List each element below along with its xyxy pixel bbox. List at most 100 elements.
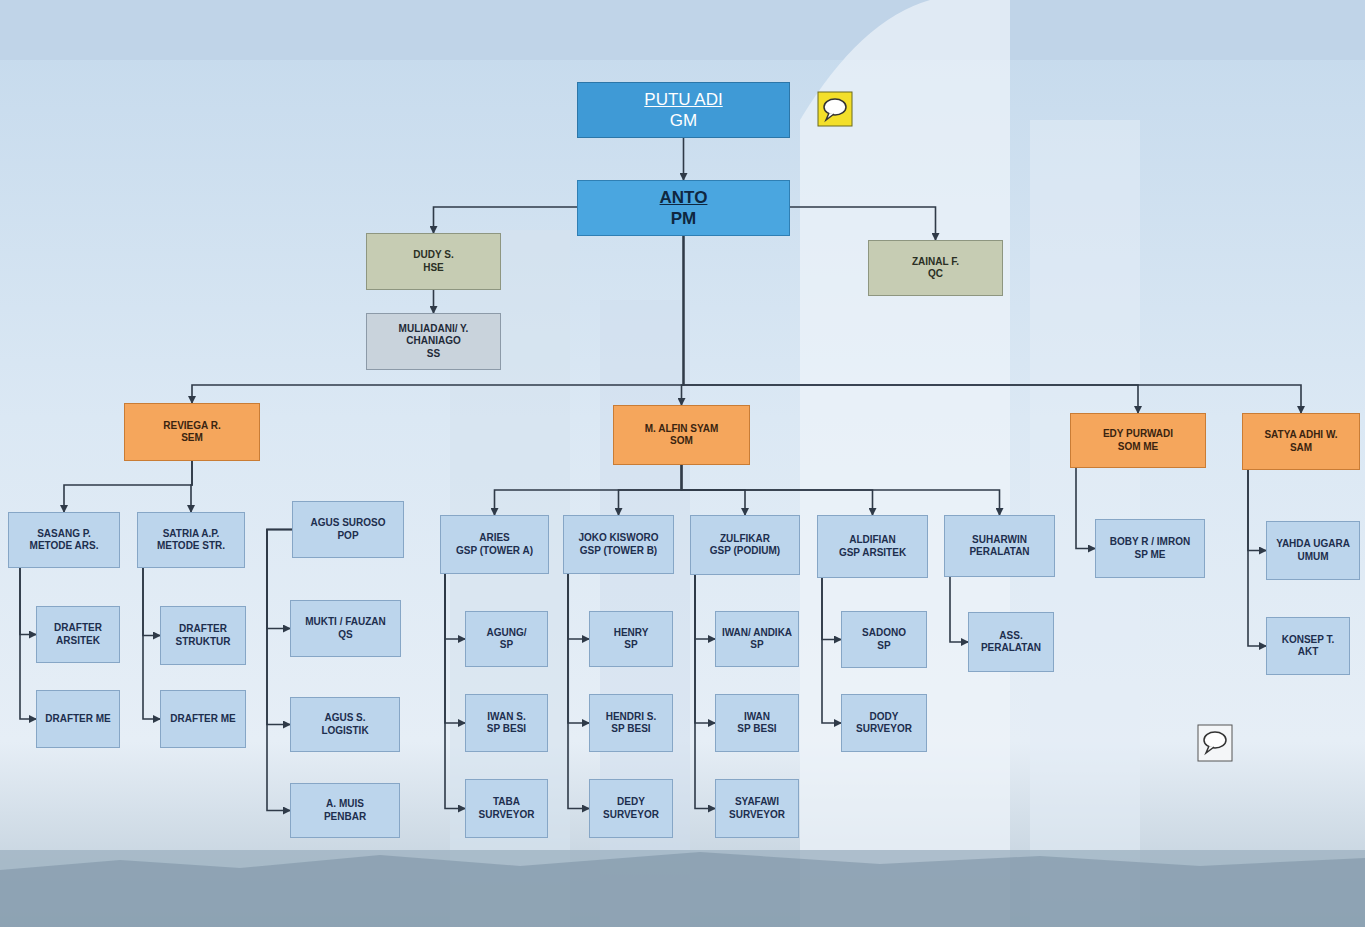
connector: [445, 574, 465, 639]
org-box: DRAFTER ME: [160, 690, 246, 748]
connector: [619, 465, 682, 515]
org-box: PUTU ADIGM: [577, 82, 790, 138]
org-box: KONSEP T.AKT: [1266, 617, 1350, 675]
role-label: PERALATAN: [969, 546, 1029, 559]
connector: [684, 236, 1302, 413]
org-box: DRAFTER ME: [36, 690, 120, 748]
role-label: SOM: [670, 435, 693, 448]
role-label: SAM: [1290, 442, 1312, 455]
org-box: MULIADANI/ Y. CHANIAGOSS: [366, 313, 501, 370]
connector: [568, 574, 589, 723]
person-name: ANTO: [660, 187, 708, 208]
connector: [20, 568, 36, 635]
comment-icon: [818, 92, 852, 126]
connector: [790, 207, 936, 240]
connector: [445, 574, 465, 723]
role-label: METODE STR.: [157, 540, 225, 553]
connector: [445, 574, 465, 809]
skyline-band: [0, 850, 1365, 927]
org-box: SATYA ADHI W.SAM: [1242, 413, 1360, 470]
org-box: YAHDA UGARAUMUM: [1266, 521, 1360, 580]
person-name: IWAN S.: [487, 711, 525, 724]
connector: [568, 574, 589, 639]
person-name: DODY: [870, 711, 899, 724]
org-box: ZAINAL F.QC: [868, 240, 1003, 296]
role-label: SOM ME: [1118, 441, 1159, 454]
org-box: IWAN/ ANDIKASP: [715, 611, 799, 667]
person-name: HENRY: [614, 627, 649, 640]
person-name: YAHDA UGARA: [1276, 538, 1350, 551]
role-label: HSE: [423, 262, 444, 275]
person-name: ZAINAL F.: [912, 256, 959, 269]
org-box: M. ALFIN SYAMSOM: [613, 405, 750, 465]
org-box: JOKO KISWOROGSP (TOWER B): [563, 515, 674, 574]
person-name: IWAN/ ANDIKA: [722, 627, 792, 640]
connector: [695, 575, 715, 723]
role-label: SP ME: [1135, 549, 1166, 562]
role-label: LOGISTIK: [321, 725, 368, 738]
connector: [684, 236, 1139, 413]
person-name: SASANG P.: [37, 528, 91, 541]
role-label: METODE ARS.: [30, 540, 99, 553]
person-name: M. ALFIN SYAM: [645, 423, 719, 436]
tower-silhouette: [800, 0, 1010, 927]
person-name: SATYA ADHI W.: [1264, 429, 1337, 442]
connector: [822, 578, 841, 723]
role-label: PENBAR: [324, 811, 366, 824]
connector: [1076, 468, 1095, 549]
comment-bubble: [1204, 732, 1226, 748]
person-name: DRAFTER STRUKTUR: [165, 623, 241, 648]
sky-band: [0, 0, 1365, 60]
connector: [682, 465, 1000, 515]
connector: [822, 578, 841, 640]
connector: [495, 465, 682, 515]
connector: [143, 568, 160, 719]
org-box: IWAN S.SP BESI: [465, 694, 548, 752]
connector: [695, 575, 715, 639]
comment-tail: [1206, 746, 1214, 753]
person-name: ASS. PERALATAN: [973, 630, 1049, 655]
comment-bubble: [824, 99, 846, 115]
org-box: DODYSURVEYOR: [841, 694, 927, 752]
org-box: DRAFTER STRUKTUR: [160, 606, 246, 665]
person-name: KONSEP T.: [1282, 634, 1335, 647]
role-label: SP BESI: [611, 723, 650, 736]
role-label: SURVEYOR: [856, 723, 912, 736]
connector: [64, 461, 192, 512]
connector: [267, 530, 292, 629]
connector: [434, 207, 578, 233]
person-name: IWAN: [744, 711, 770, 724]
role-label: QC: [928, 268, 943, 281]
org-box: SYAFAWISURVEYOR: [715, 779, 799, 838]
org-box: SASANG P.METODE ARS.: [8, 512, 120, 568]
org-box: AGUS SUROSOPOP: [292, 501, 404, 558]
role-label: GSP (PODIUM): [710, 545, 780, 558]
org-box: HENDRI S.SP BESI: [589, 694, 673, 752]
role-label: SURVEYOR: [729, 809, 785, 822]
org-box: IWANSP BESI: [715, 694, 799, 752]
person-name: TABA: [493, 796, 520, 809]
connector: [267, 530, 292, 725]
org-box: AGUS S.LOGISTIK: [290, 697, 400, 752]
role-label: QS: [338, 629, 352, 642]
comment-icon-box: [1198, 725, 1232, 761]
org-box: MUKTI / FAUZANQS: [290, 600, 401, 657]
org-box: DEDYSURVEYOR: [589, 779, 673, 838]
person-name: MUKTI / FAUZAN: [305, 616, 386, 629]
org-box: BOBY R / IMRONSP ME: [1095, 519, 1205, 578]
org-box: ANTOPM: [577, 180, 790, 236]
person-name: ARIES: [479, 532, 510, 545]
org-box: ARIESGSP (TOWER A): [440, 515, 549, 574]
role-label: SP BESI: [487, 723, 526, 736]
person-name: DEDY: [617, 796, 645, 809]
person-name: AGUS SUROSO: [310, 517, 385, 530]
skyline-band: [0, 852, 1365, 927]
role-label: SEM: [181, 432, 203, 445]
org-box: TABASURVEYOR: [465, 779, 548, 838]
connector: [683, 138, 685, 180]
person-name: EDY PURWADI: [1103, 428, 1173, 441]
person-name: PUTU ADI: [644, 89, 722, 110]
comment-icon: [1198, 725, 1232, 761]
role-label: SP: [500, 639, 513, 652]
